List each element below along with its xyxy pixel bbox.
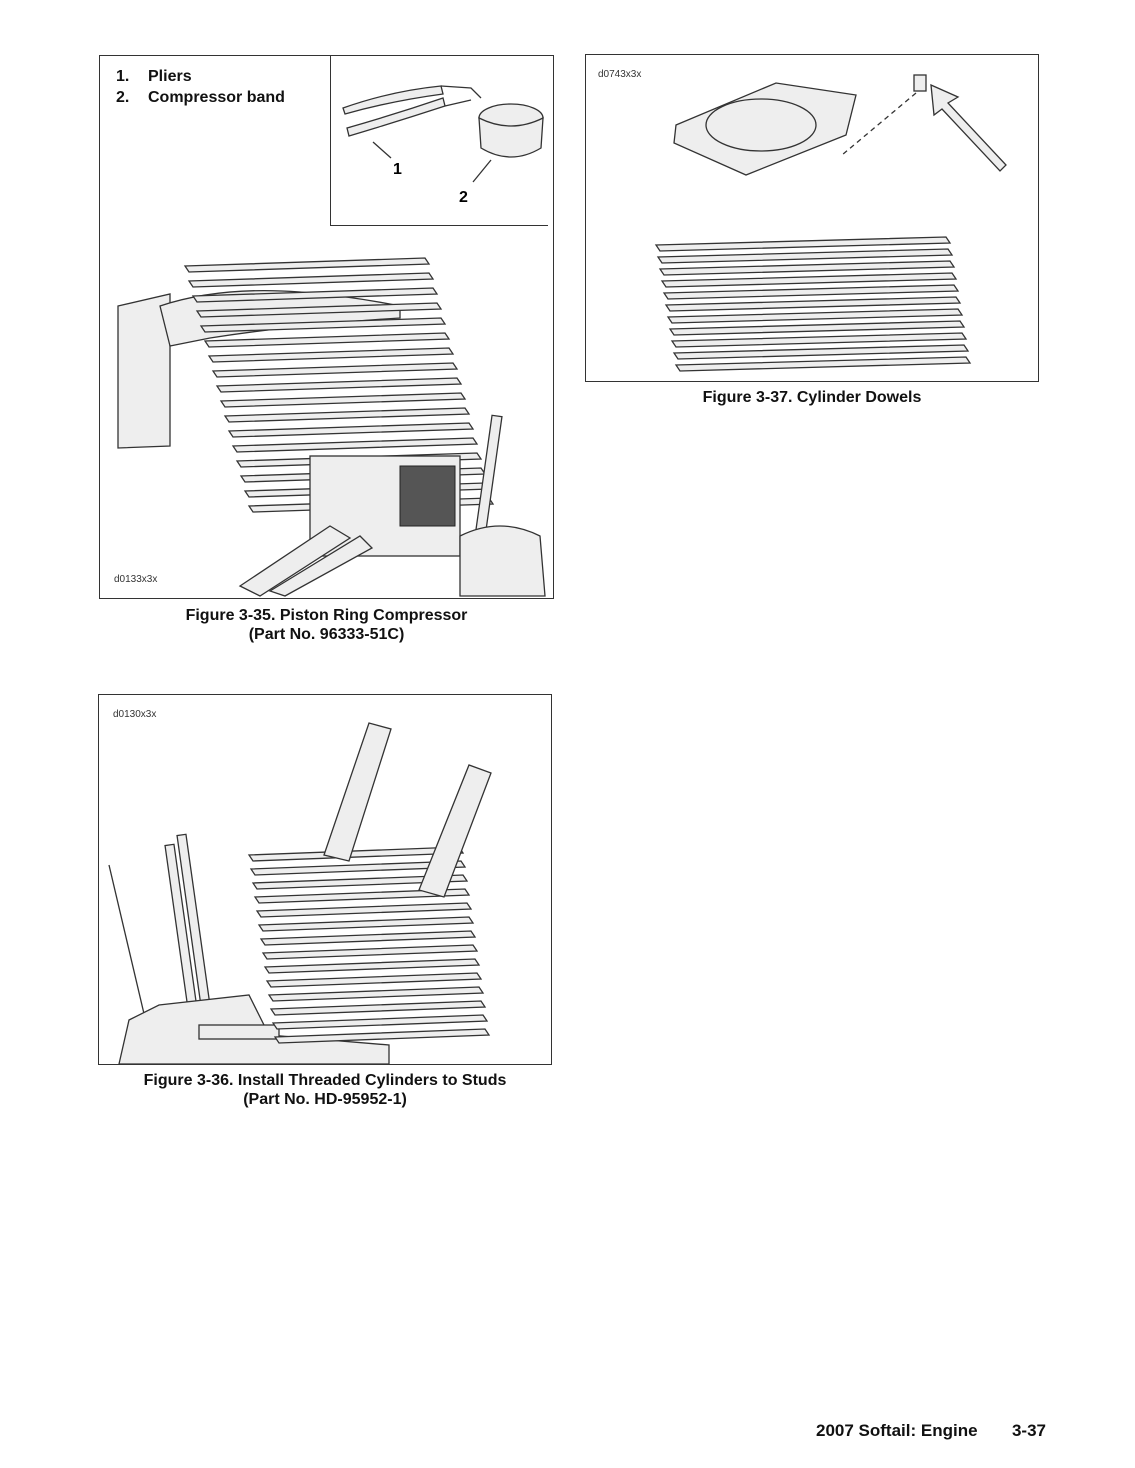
page-number: 3-37 xyxy=(1011,1421,1046,1440)
cylinder-fin xyxy=(227,422,475,438)
legend-item-compressor-band: 2. Compressor band xyxy=(116,89,285,106)
cylinder-install-illustration: d0133x3x xyxy=(114,257,546,597)
figure-id-code: d0130x3x xyxy=(113,709,157,720)
cylinder-fin xyxy=(261,944,479,960)
cylinder-fin xyxy=(187,272,435,288)
figure-3-35-caption: Figure 3-35. Piston Ring Compressor (Par… xyxy=(185,607,468,643)
cylinder-fin xyxy=(666,308,964,324)
cylinder-fin xyxy=(672,344,970,360)
figure-3-37: d0743x3x xyxy=(585,54,1039,382)
cylinder-fin xyxy=(211,362,459,378)
cylinder-fin xyxy=(267,986,485,1002)
legend-item-pliers: 1. Pliers xyxy=(116,68,192,85)
cylinder-fin xyxy=(658,260,956,276)
cylinder-fin xyxy=(265,972,483,988)
cylinder-fin xyxy=(255,902,473,918)
footer-section: 2007 Softail: Engine xyxy=(816,1421,978,1440)
figure-3-37-caption: Figure 3-37. Cylinder Dowels xyxy=(702,389,922,406)
figure-id-code: d0743x3x xyxy=(598,69,642,80)
figure-id-code: d0133x3x xyxy=(114,574,157,585)
cylinder-fin xyxy=(207,347,455,363)
cylinder-fin xyxy=(231,437,479,453)
cylinder-fin xyxy=(668,320,966,336)
cylinder-fin xyxy=(263,958,481,974)
cylinder-fin xyxy=(223,407,471,423)
tool-inset: 1 2 xyxy=(330,56,548,226)
callout-1: 1 xyxy=(393,161,402,178)
cylinder-fin xyxy=(251,874,469,890)
cylinder-fin xyxy=(271,1014,489,1030)
cylinder-fin xyxy=(195,302,443,318)
callout-2: 2 xyxy=(459,189,468,206)
figure-3-36-caption: Figure 3-36. Install Threaded Cylinders … xyxy=(143,1072,507,1108)
cylinder-fin xyxy=(269,1000,487,1016)
cylinder-fin xyxy=(257,916,475,932)
cylinder-fin xyxy=(219,392,467,408)
figure-3-35: 1. Pliers 2. Compressor band 1 2 xyxy=(99,55,554,599)
cylinder-fin xyxy=(191,287,439,303)
cylinder-fin xyxy=(199,317,447,333)
figure-3-36: d0130x3x xyxy=(98,694,552,1065)
cylinder-fin xyxy=(670,332,968,348)
cylinder-fin xyxy=(247,846,465,862)
cylinder-fin xyxy=(203,332,451,348)
cylinder-fin xyxy=(660,272,958,288)
cylinder-fin xyxy=(253,888,471,904)
cylinder-fin xyxy=(656,248,954,264)
cylinder-fin xyxy=(654,236,952,252)
threaded-cylinders-illustration xyxy=(108,722,492,1064)
page-footer: 2007 Softail: Engine 3-37 xyxy=(816,1421,1046,1441)
cylinder-fin xyxy=(183,257,431,273)
cylinder-fin xyxy=(259,930,477,946)
legend: 1. Pliers 2. Compressor band xyxy=(116,66,285,108)
cylinder-fin xyxy=(674,356,972,372)
cylinder-fin xyxy=(249,860,467,876)
cylinder-fin xyxy=(664,296,962,312)
cylinder-dowels-illustration xyxy=(654,74,1007,372)
pliers-and-band-illustration: 1 2 xyxy=(342,85,544,206)
cylinder-fin xyxy=(662,284,960,300)
cylinder-fin xyxy=(215,377,463,393)
cylinder-fin xyxy=(273,1028,491,1044)
